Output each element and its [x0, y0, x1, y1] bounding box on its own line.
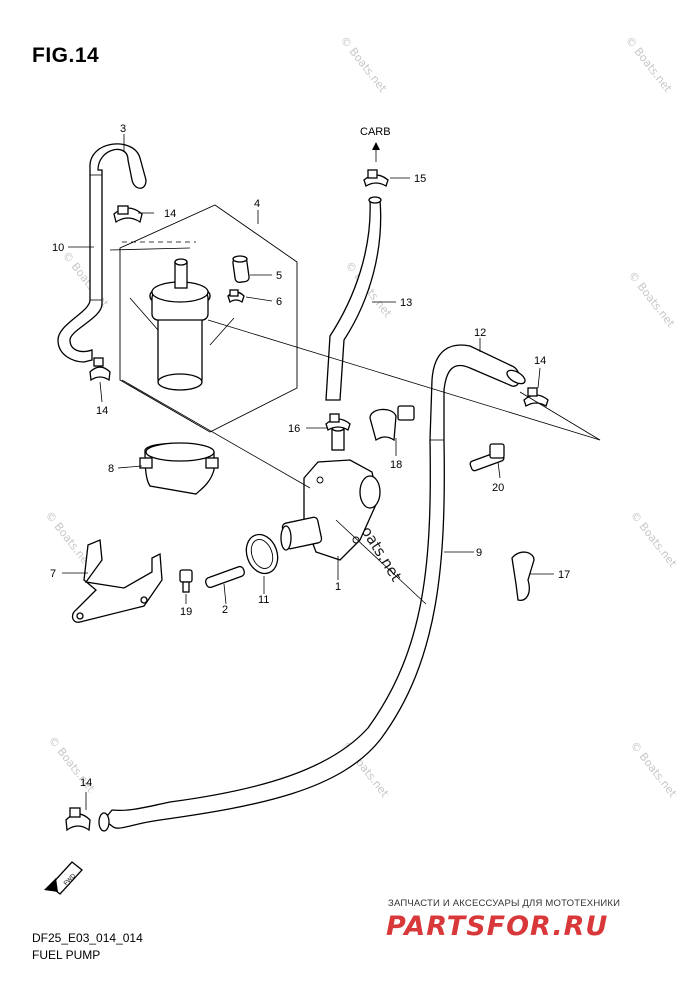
fuel-filter-assembly: [119, 204, 298, 433]
watermark-text: © Boats.net: [60, 249, 112, 310]
figure-title: FIG.14: [32, 44, 100, 67]
watermark-text: © Boats.net: [628, 509, 680, 570]
callout-4: 4: [254, 198, 260, 210]
callout-5: 5: [276, 270, 282, 282]
callout-14: 14: [96, 405, 108, 417]
shop-logo: PARTSFOR.RU: [386, 911, 608, 942]
callout-10: 10: [52, 242, 64, 254]
fuel-hose-main: [65, 344, 549, 832]
mounting-bracket: [71, 539, 163, 623]
callout-14: 14: [164, 208, 176, 220]
pump-bracket: [139, 442, 219, 495]
fuel-pump: [280, 424, 381, 561]
callout-14: 14: [80, 777, 92, 789]
watermark-text: © Boats.net: [626, 269, 678, 330]
diagram-caption: FUEL PUMP: [32, 948, 101, 962]
callout-numbers: 3 10 14 4 5 6 14 8 7 19 2 11 1 15 13 16 …: [50, 123, 570, 789]
callout-6: 6: [276, 296, 282, 308]
callout-8: 8: [108, 463, 114, 475]
fuel-hose-left: [57, 143, 147, 382]
callout-7: 7: [50, 568, 56, 580]
callout-12: 12: [474, 327, 486, 339]
watermark-layer: © Boats.net © Boats.net © Boats.net © Bo…: [43, 34, 680, 800]
forward-direction-marker: FWD: [44, 861, 83, 895]
callout-leaders: [62, 134, 554, 810]
callout-9: 9: [476, 547, 482, 559]
callout-15: 15: [414, 173, 426, 185]
watermark-text: © Boats.net: [623, 34, 675, 95]
diagram-code: DF25_E03_014_014: [32, 931, 143, 945]
leader-lines: [109, 247, 601, 605]
callout-13: 13: [400, 297, 412, 309]
callout-16: 16: [288, 423, 300, 435]
carb-label: CARB: [360, 126, 391, 138]
callout-20: 20: [492, 482, 504, 494]
callout-11: 11: [258, 594, 269, 606]
fuel-hose-carb: [325, 142, 389, 401]
callout-2: 2: [222, 604, 228, 616]
small-parts: [179, 533, 279, 593]
callout-18: 18: [390, 459, 402, 471]
shop-brand-text: PARTSFOR.RU: [386, 911, 608, 942]
callout-1: 1: [335, 581, 341, 593]
watermark-text: © Boats.net: [628, 739, 680, 800]
bolt-and-clip: [469, 443, 535, 601]
shop-subtitle: ЗАПЧАСТИ И АКСЕССУАРЫ ДЛЯ МОТОТЕХНИКИ: [388, 898, 621, 909]
hose-clips: [325, 405, 415, 442]
callout-17: 17: [558, 569, 570, 581]
callout-19: 19: [180, 606, 192, 618]
callout-14: 14: [534, 355, 546, 367]
watermark-text: © Boats.net: [338, 34, 390, 95]
callout-3: 3: [120, 123, 126, 135]
